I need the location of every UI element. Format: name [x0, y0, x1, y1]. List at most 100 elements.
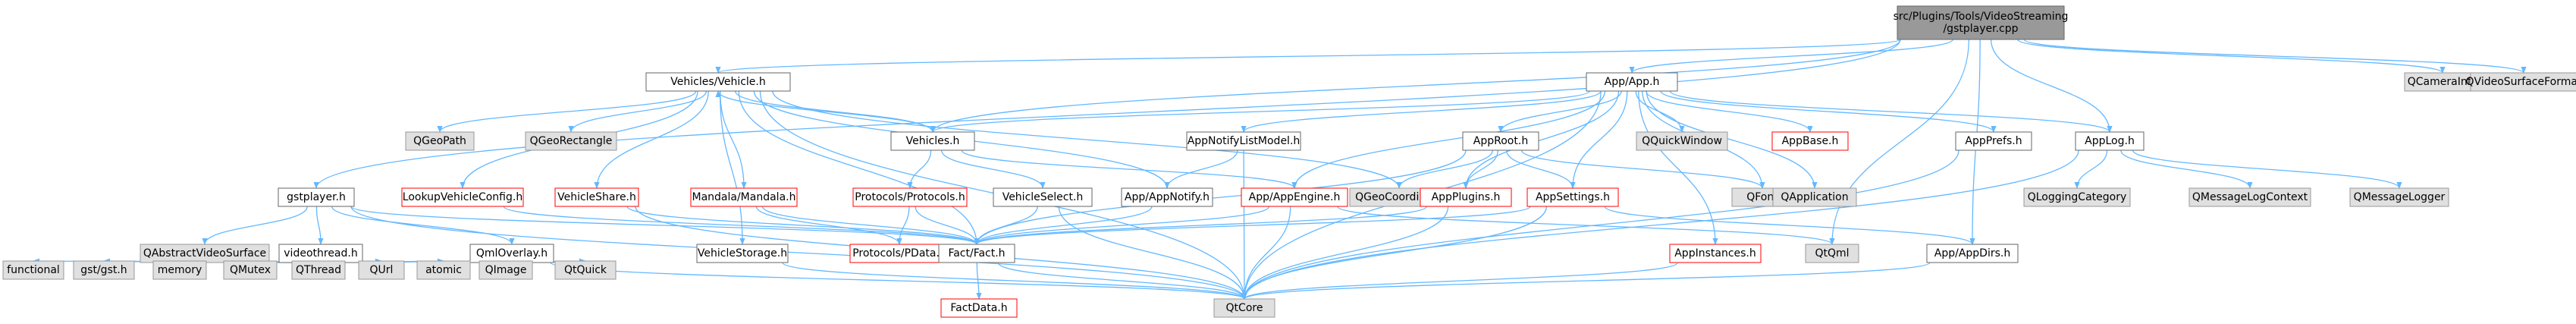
node-qtqml[interactable]: QtQml [1805, 244, 1859, 263]
node-qmutex[interactable]: QMutex [223, 260, 278, 280]
edge-vehicles-to-vehicle [715, 90, 933, 133]
node-qmessagelogger-label: QMessageLogger [2354, 191, 2446, 203]
node-qurl[interactable]: QUrl [358, 260, 405, 280]
node-qthread-box [291, 260, 346, 280]
edge-vehicle-to-mandala [720, 90, 747, 189]
edge-appnotify-to-fact [974, 206, 1153, 245]
node-appdirs-label: App/AppDirs.h [1934, 247, 2010, 260]
node-qmloverlay-label: QmlOverlay.h [476, 247, 548, 260]
node-qimage[interactable]: QImage [478, 260, 533, 280]
node-qmessagelogcontext-box [2189, 187, 2311, 207]
node-qtquick[interactable]: QtQuick [554, 260, 617, 280]
node-root-label: /gstplayer.cpp [1943, 23, 2018, 35]
node-mandala-label: Mandala/Mandala.h [692, 191, 796, 203]
node-qtquick-label: QtQuick [564, 264, 607, 276]
edge-gstplayer-to-qabstractvideosurface [202, 206, 308, 245]
node-qmloverlay[interactable]: QmlOverlay.h [469, 244, 554, 263]
edge-mandala-to-pdata [755, 206, 902, 245]
node-protocols[interactable]: Protocols/Protocols.h [852, 187, 968, 207]
edge-approot-to-qgeocoordinate [1396, 149, 1493, 189]
node-factdata-label: FactData.h [950, 302, 1007, 314]
node-lookupvehicleconfig-label: LookupVehicleConfig.h [403, 191, 522, 203]
node-applog[interactable]: AppLog.h [2075, 131, 2145, 151]
edge-app-to-appplugins [1463, 90, 1620, 189]
node-qabstractvideosurface[interactable]: QAbstractVideoSurface [140, 244, 270, 263]
node-qgeopath[interactable]: QGeoPath [405, 131, 475, 151]
edge-vehicle-to-vehicles [734, 90, 936, 133]
node-gstplayer[interactable]: gstplayer.h [278, 187, 355, 207]
edge-applog-to-qloggingcategory [2074, 149, 2108, 189]
node-vehicle[interactable]: Vehicles/Vehicle.h [645, 72, 791, 92]
node-qcamerainfo-label: QCameraInfo [2408, 76, 2477, 88]
node-vehicleshare-box [554, 187, 639, 207]
edge-root-to-app [1629, 39, 1953, 74]
node-qapplication[interactable]: QApplication [1772, 187, 1857, 207]
node-videothread-box [278, 244, 363, 263]
node-appnotifylistmodel-label: AppNotifyListModel.h [1188, 135, 1301, 147]
node-gstplayer-label: gstplayer.h [287, 191, 346, 203]
edge-appengine-to-fact [974, 206, 1270, 245]
node-factdata[interactable]: FactData.h [940, 298, 1018, 318]
node-appnotifylistmodel[interactable]: AppNotifyListModel.h [1186, 131, 1301, 151]
node-qmessagelogger[interactable]: QMessageLogger [2349, 187, 2449, 207]
node-functional[interactable]: functional [2, 260, 64, 280]
node-pdata[interactable]: Protocols/PData.h [849, 244, 949, 263]
node-gstgst[interactable]: gst/gst.h [73, 260, 135, 280]
node-approot[interactable]: AppRoot.h [1462, 131, 1539, 151]
node-vehicleselect[interactable]: VehicleSelect.h [993, 187, 1093, 207]
node-applog-label: AppLog.h [2085, 135, 2135, 147]
node-appnotify-box [1121, 187, 1213, 207]
node-qapplication-label: QApplication [1781, 191, 1848, 203]
node-layer: src/Plugins/Tools/VideoStreaming/gstplay… [2, 5, 2576, 318]
node-qtcore[interactable]: QtCore [1213, 298, 1275, 318]
node-app[interactable]: App/App.h [1586, 72, 1678, 92]
node-root[interactable]: src/Plugins/Tools/VideoStreaming/gstplay… [1894, 5, 2069, 40]
edge-mandala-to-fact [761, 206, 980, 245]
edge-vehicle-to-qgeocoordinate [772, 90, 1402, 189]
node-atomic-box [416, 260, 471, 280]
edge-fact-to-factdata [976, 262, 982, 300]
node-appbase[interactable]: AppBase.h [1771, 131, 1849, 151]
node-vehiclestorage[interactable]: VehicleStorage.h [696, 244, 789, 263]
edge-app-to-appnotifylistmodel [1241, 90, 1602, 133]
node-qurl-box [358, 260, 405, 280]
node-appinstances[interactable]: AppInstances.h [1669, 244, 1762, 263]
node-qvideosurfaceformat[interactable]: QVideoSurfaceFormat [2466, 72, 2576, 92]
edge-vehicle-to-vehicleshare [594, 90, 709, 189]
node-qcamerainfo[interactable]: QCameraInfo [2404, 72, 2481, 92]
node-lookupvehicleconfig[interactable]: LookupVehicleConfig.h [401, 187, 524, 207]
node-appnotifylistmodel-box [1186, 131, 1301, 151]
node-appprefs[interactable]: AppPrefs.h [1955, 131, 2032, 151]
node-qquickwindow-label: QQuickWindow [1642, 135, 1722, 147]
node-qthread[interactable]: QThread [291, 260, 346, 280]
node-appengine[interactable]: App/AppEngine.h [1241, 187, 1348, 207]
node-qmessagelogcontext[interactable]: QMessageLogContext [2189, 187, 2311, 207]
edge-vehicle-to-qgeopath [437, 90, 697, 133]
node-appsettings[interactable]: AppSettings.h [1526, 187, 1619, 207]
node-fact[interactable]: Fact/Fact.h [938, 244, 1015, 263]
node-memory[interactable]: memory [152, 260, 207, 280]
node-qgeorectangle[interactable]: QGeoRectangle [525, 131, 617, 151]
node-vehicles[interactable]: Vehicles.h [890, 131, 975, 151]
edge-app-to-appsettings [1570, 90, 1628, 189]
node-mandala-box [690, 187, 798, 207]
node-qabstractvideosurface-box [140, 244, 270, 263]
node-qloggingcategory[interactable]: QLoggingCategory [2023, 187, 2131, 207]
node-qquickwindow[interactable]: QQuickWindow [1636, 131, 1728, 151]
node-appplugins[interactable]: AppPlugins.h [1420, 187, 1512, 207]
node-qtcore-box [1213, 298, 1275, 318]
edge-applog-to-qtcore [1241, 149, 2079, 300]
edge-app-to-appengine [1291, 90, 1606, 189]
node-vehicleshare[interactable]: VehicleShare.h [554, 187, 639, 207]
edge-app-to-applog [1669, 90, 2113, 133]
node-videothread[interactable]: videothread.h [278, 244, 363, 263]
node-atomic[interactable]: atomic [416, 260, 471, 280]
edge-applog-to-qmessagelogcontext [2120, 149, 2253, 189]
edge-vehiclestorage-to-qtcore [782, 262, 1247, 300]
node-appnotify-label: App/AppNotify.h [1125, 191, 1210, 203]
node-mandala[interactable]: Mandala/Mandala.h [690, 187, 798, 207]
edge-app-to-appbase [1646, 90, 1813, 133]
node-appdirs[interactable]: App/AppDirs.h [1926, 244, 2019, 263]
node-appnotify[interactable]: App/AppNotify.h [1121, 187, 1213, 207]
node-qtqml-label: QtQml [1815, 247, 1849, 260]
